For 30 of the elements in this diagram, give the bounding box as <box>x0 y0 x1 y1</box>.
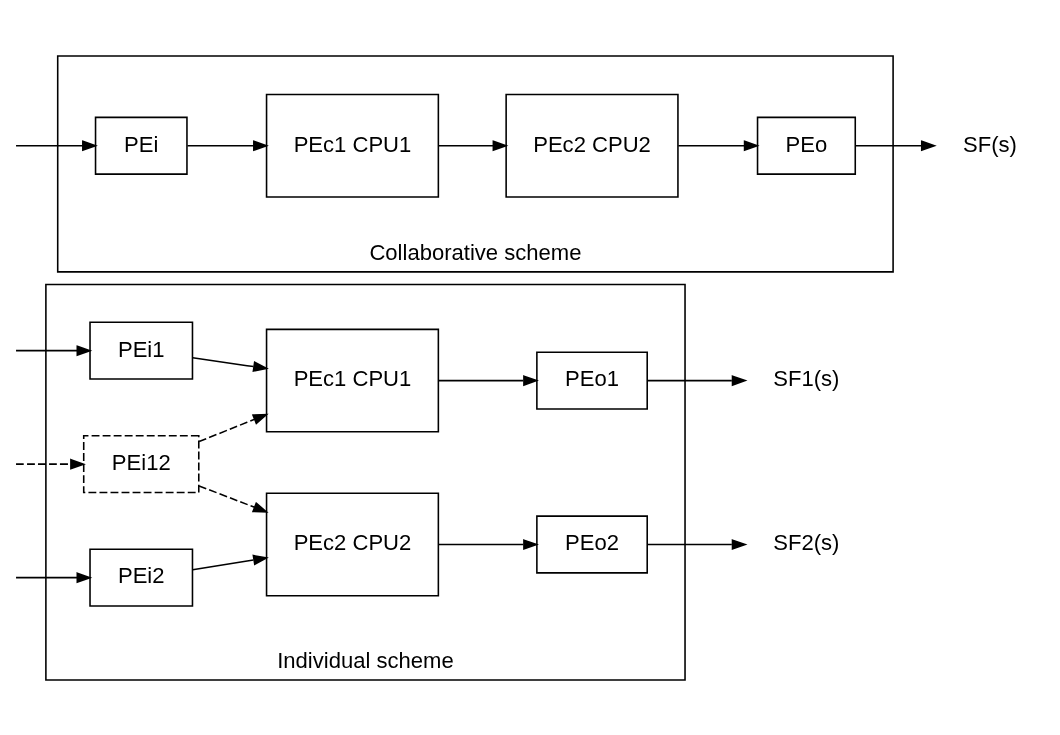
arrow <box>198 484 269 513</box>
node-text: SF2(s) <box>773 529 840 555</box>
arrow <box>854 139 937 151</box>
node-box: PEc2 CPU2 <box>505 93 679 198</box>
node-text: SF1(s) <box>773 365 840 391</box>
arrow <box>437 538 539 550</box>
arrow <box>191 356 269 372</box>
arrow <box>15 458 86 470</box>
arrow <box>15 344 93 356</box>
arrow <box>677 139 760 151</box>
node-box: PEo1 <box>536 350 648 410</box>
arrow <box>15 139 98 151</box>
node-box: PEc1 CPU1 <box>265 93 440 198</box>
arrow <box>15 571 93 583</box>
arrow <box>646 374 748 386</box>
arrow <box>646 538 748 550</box>
arrow <box>198 413 269 442</box>
arrow <box>437 139 509 151</box>
arrow <box>191 554 269 570</box>
node-box: PEi12 <box>82 434 200 493</box>
node-box: PEo <box>756 116 857 175</box>
node-box: PEo2 <box>536 514 648 574</box>
arrow <box>186 139 269 151</box>
node-box: PEc1 CPU1 <box>265 328 440 433</box>
node-box: PEc2 CPU2 <box>265 492 440 597</box>
node-box: PEi2 <box>89 547 194 607</box>
node-box: PEi1 <box>89 321 194 380</box>
arrow <box>437 374 539 386</box>
node-text: SF(s) <box>963 131 1017 157</box>
node-box: PEi <box>94 116 188 175</box>
